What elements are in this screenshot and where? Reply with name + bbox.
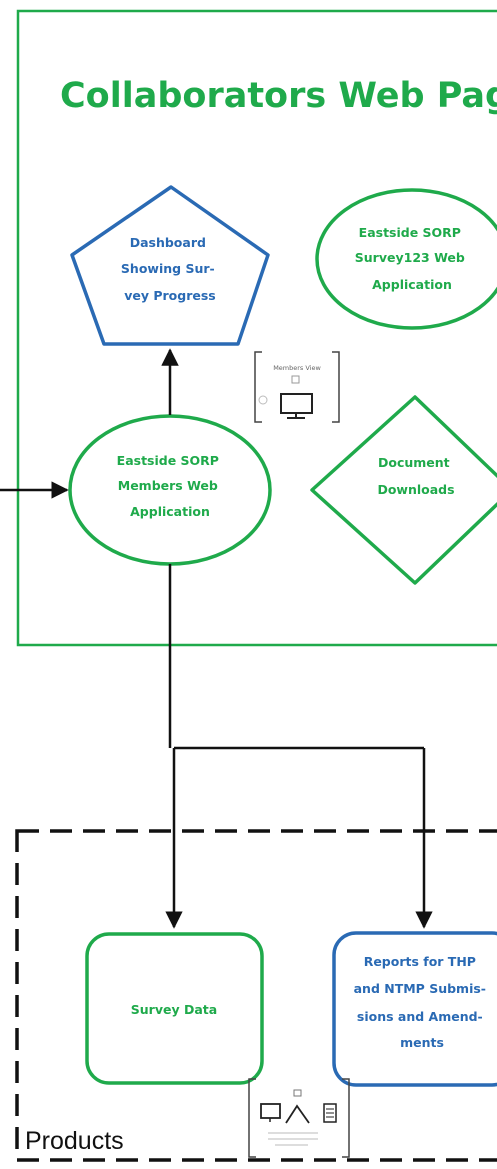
products-thumbnail-icon	[248, 1078, 350, 1158]
dashboard-label: Dashboard Showing Sur- vey Progress	[121, 235, 219, 303]
reports-node[interactable]	[332, 931, 497, 1087]
survey123-app-node[interactable]	[315, 188, 497, 330]
reports-label-line: and NTMP Submis-	[354, 981, 486, 996]
page-title: Collaborators Web Pag	[60, 76, 497, 116]
dashboard-label-line: Showing Sur-	[121, 261, 215, 276]
survey123-app-label-line: Survey123 Web	[355, 250, 465, 265]
members-web-app-label: Eastside SORP Members Web Application	[117, 453, 224, 519]
members-web-app-label-line: Members Web	[118, 478, 218, 493]
members-web-app-label-line: Eastside SORP	[117, 453, 219, 468]
survey123-app-label-line: Eastside SORP	[359, 225, 461, 240]
dashboard-label-line: vey Progress	[124, 288, 216, 303]
survey-data-label: Survey Data	[131, 1002, 217, 1017]
document-downloads-label: Document Downloads	[377, 455, 454, 497]
dashboard-label-line: Dashboard	[130, 235, 206, 250]
members-web-app-label-line: Application	[130, 504, 210, 519]
survey123-app-label: Eastside SORP Survey123 Web Application	[355, 225, 469, 292]
document-downloads-label-line: Document	[378, 455, 450, 470]
reports-label: Reports for THP and NTMP Submis- sions a…	[354, 954, 491, 1050]
reports-label-line: ments	[400, 1035, 444, 1050]
reports-label-line: sions and Amend-	[357, 1009, 483, 1024]
members-view-caption: Members View	[273, 364, 321, 372]
products-frame	[15, 829, 497, 1162]
survey123-app-label-line: Application	[372, 277, 452, 292]
dashboard-node[interactable]	[70, 185, 270, 346]
survey-data-node[interactable]	[85, 932, 264, 1085]
products-label: Products	[25, 1127, 124, 1155]
document-downloads-label-line: Downloads	[377, 482, 454, 497]
document-downloads-node[interactable]	[310, 395, 497, 585]
web-page-frame	[16, 9, 497, 647]
members-view-thumbnail-icon: Members View	[254, 351, 340, 423]
reports-label-line: Reports for THP	[364, 954, 476, 969]
